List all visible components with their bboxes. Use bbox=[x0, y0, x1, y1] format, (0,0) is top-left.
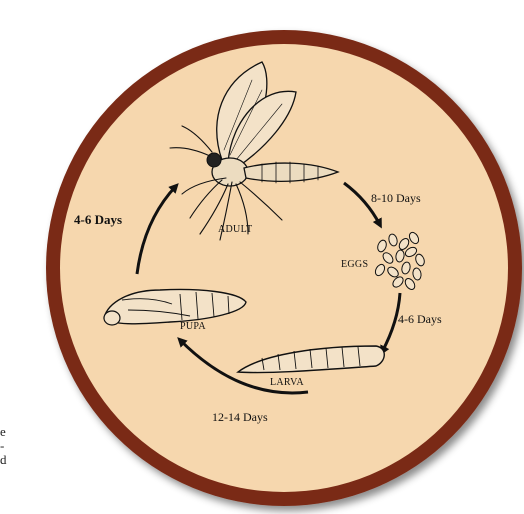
duration-label-larva-to-pupa: 12-14 Days bbox=[212, 410, 268, 424]
stage-label-larva: LARVA bbox=[270, 377, 304, 388]
stage-label-eggs: EGGS bbox=[341, 259, 368, 270]
duration-label-adult-to-eggs: 8-10 Days bbox=[371, 191, 421, 205]
stage-label-pupa: PUPA bbox=[180, 321, 206, 332]
duration-label-pupa-to-adult: 4-6 Days bbox=[74, 212, 122, 227]
duration-label-eggs-to-larva: 4-6 Days bbox=[398, 312, 442, 326]
stage-label-adult: ADULT bbox=[218, 224, 252, 235]
